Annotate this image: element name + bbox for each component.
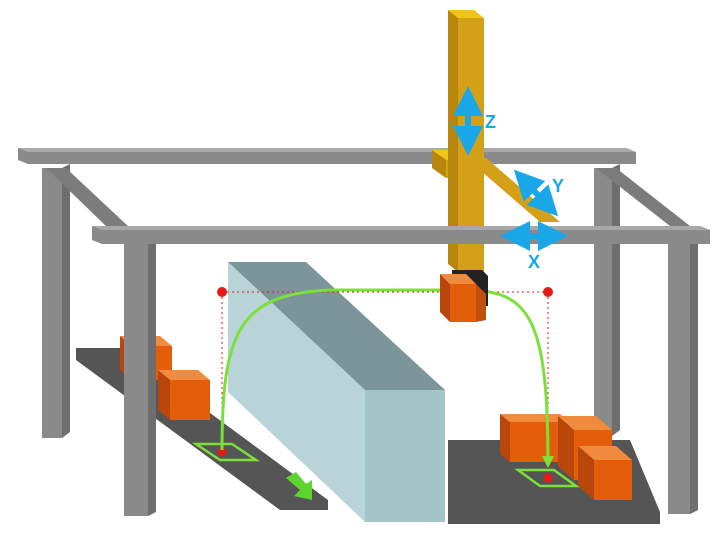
axis-label-y: Y: [552, 176, 564, 196]
flow-arrow-icon: [286, 472, 312, 500]
right-box-stack: [500, 414, 632, 500]
axis-label-z: Z: [485, 112, 496, 132]
pick-zone: [191, 442, 261, 462]
obstacle-block: [228, 262, 445, 522]
axis-y-double-arrow-icon: [513, 169, 559, 217]
trajectory-path: [220, 288, 550, 465]
gripper: [440, 270, 488, 322]
axis-label-x: X: [528, 252, 540, 272]
trajectory-arrowhead: [542, 456, 554, 468]
waypoint-left: [217, 287, 227, 297]
waypoint-right: [543, 287, 553, 297]
